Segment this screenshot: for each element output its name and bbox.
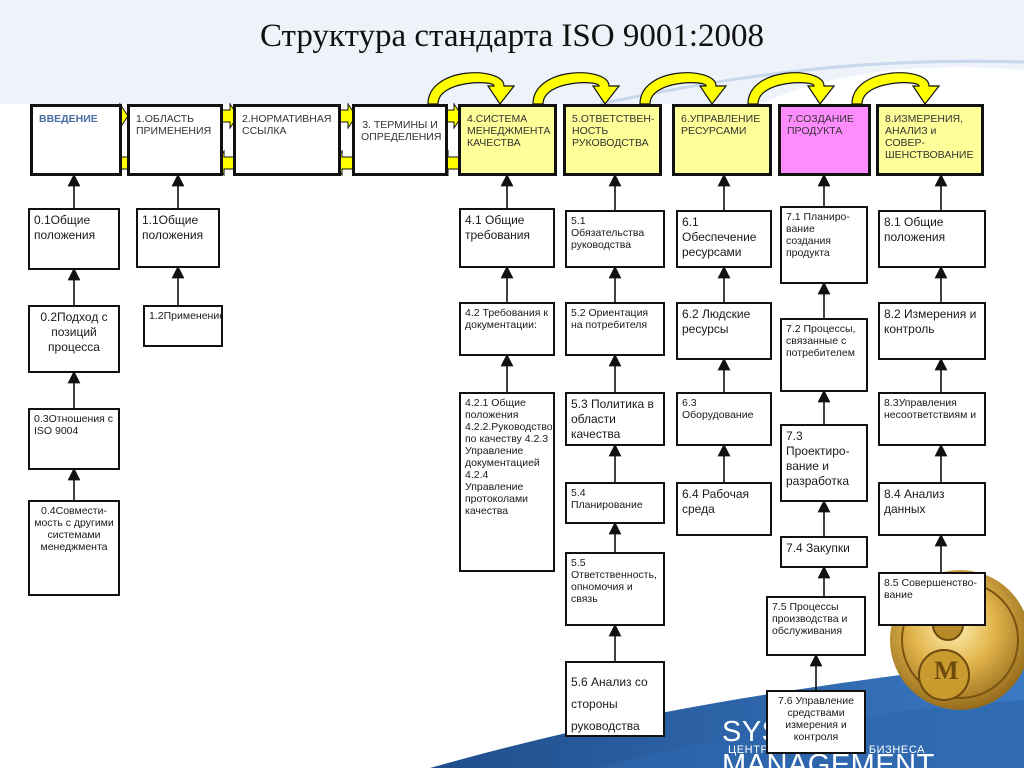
header-intro: ВВЕДЕНИЕ — [30, 104, 122, 176]
box-6-3: 6.3 Оборудование — [676, 392, 772, 446]
header-terms: 3. ТЕРМИНЫ И ОПРЕДЕЛЕНИЯ — [352, 104, 448, 176]
header-curved-arrows — [427, 72, 941, 106]
box-5-1: 5.1 Обязательства руководства — [565, 210, 665, 268]
box-5-3: 5.3 Политика в области качества — [565, 392, 665, 446]
box-4-2-details: 4.2.1 Общие положения 4.2.2.Руководство … — [459, 392, 555, 572]
box-7-4: 7.4 Закупки — [780, 536, 868, 568]
curved-arrow-3 — [747, 72, 836, 106]
header-product-realization: 7.СОЗДАНИЕ ПРОДУКТА — [778, 104, 871, 176]
box-6-1: 6.1 Обеспечение ресурсами — [676, 210, 772, 268]
curved-arrow-2 — [639, 72, 728, 106]
box-5-2: 5.2 Ориентация на потребителя — [565, 302, 665, 356]
box-7-5: 7.5 Процессы производства и обслуживания — [766, 596, 866, 656]
box-8-4: 8.4 Анализ данных — [878, 482, 986, 536]
curved-arrow-1 — [532, 72, 621, 106]
box-0-1: 0.1Общие положения — [28, 208, 120, 270]
header-resource-management: 6.УПРАВЛЕНИЕ РЕСУРСАМИ — [672, 104, 772, 176]
box-8-3: 8.3Управления несоответствиям и — [878, 392, 986, 446]
box-8-2: 8.2 Измерения и контроль — [878, 302, 986, 360]
box-4-2: 4.2 Требования к документации: — [459, 302, 555, 356]
box-5-5: 5.5 Ответственность, опномочия и связь — [565, 552, 665, 626]
box-1-1: 1.1Общие положения — [136, 208, 220, 268]
curved-arrow-4 — [851, 72, 941, 106]
box-6-4: 6.4 Рабочая среда — [676, 482, 772, 536]
box-7-1: 7.1 Планиро-вание создания продукта — [780, 206, 868, 284]
header-scope: 1.ОБЛАСТЬ ПРИМЕНЕНИЯ — [127, 104, 223, 176]
curved-arrow-0 — [427, 72, 516, 106]
page-title: Структура стандарта ISO 9001:2008 — [259, 18, 765, 54]
box-5-6: 5.6 Анализ со стороны руководства — [565, 661, 665, 737]
header-management-responsibility: 5.ОТВЕТСТВЕН-НОСТЬ РУКОВОДСТВА — [563, 104, 662, 176]
vertical-arrows — [67, 173, 948, 690]
box-4-1: 4.1 Общие требования — [459, 208, 555, 268]
box-0-2: 0.2Подход с позиций процесса — [28, 305, 120, 373]
box-8-5: 8.5 Совершенство-вание — [878, 572, 986, 626]
box-5-4: 5.4 Планирование — [565, 482, 665, 524]
header-qms: 4.СИСТЕМА МЕНЕДЖМЕНТА КАЧЕСТВА — [458, 104, 557, 176]
header-measurement-analysis: 8.ИЗМЕРЕНИЯ, АНАЛИЗ и СОВЕР-ШЕНСТВОВАНИЕ — [876, 104, 984, 176]
box-6-2: 6.2 Людские ресурсы — [676, 302, 772, 360]
box-1-2: 1.2Применение — [143, 305, 223, 347]
header-normative-reference: 2.НОРМАТИВНАЯ ССЫЛКА — [233, 104, 341, 176]
box-0-3: 0.3Отношения с ISO 9004 — [28, 408, 120, 470]
box-0-4: 0.4Совмести-мость с другими системами ме… — [28, 500, 120, 596]
box-7-3: 7.3 Проектиро-вание и разработка — [780, 424, 868, 502]
box-7-2: 7.2 Процессы, связанные с потребителем — [780, 318, 868, 392]
box-8-1: 8.1 Общие положения — [878, 210, 986, 268]
box-7-6: 7.6 Управление средствами измерения и ко… — [766, 690, 866, 754]
top-swoosh-line — [599, 59, 1024, 106]
